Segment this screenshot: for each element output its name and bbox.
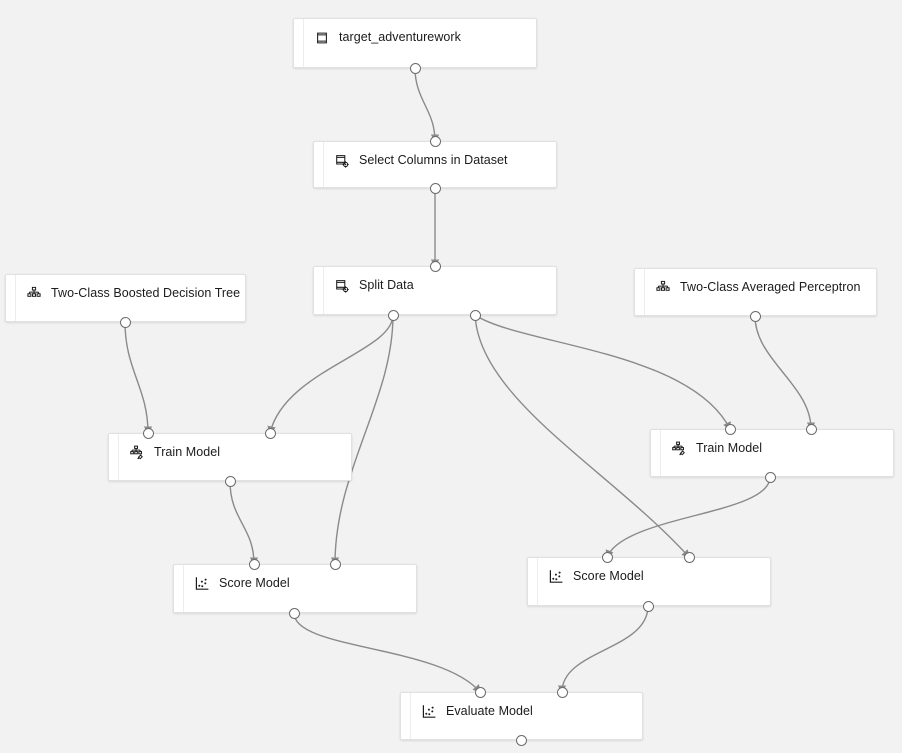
pipeline-node-score_model_left[interactable]: Score Model <box>173 564 417 613</box>
train-model-icon <box>130 445 143 460</box>
output-port-target_adventurework-0[interactable] <box>409 62 421 74</box>
node-body: Score Model <box>538 558 770 605</box>
output-port-select_columns-0[interactable] <box>429 182 441 194</box>
pipeline-node-train_model_right[interactable]: Train Model <box>650 429 894 477</box>
node-label: Score Model <box>219 576 290 590</box>
output-port-score_model_left-0[interactable] <box>288 607 300 619</box>
node-accent-strip <box>314 267 324 314</box>
node-body: Two-Class Averaged Perceptron <box>645 269 876 315</box>
node-label: Split Data <box>359 278 414 292</box>
dataset-gear-icon <box>336 155 349 168</box>
input-port-evaluate_model-0[interactable] <box>474 686 486 698</box>
score-model-icon <box>549 570 563 583</box>
output-port-train_model_right-0[interactable] <box>764 471 776 483</box>
node-label: Evaluate Model <box>446 704 533 718</box>
node-accent-strip <box>6 275 16 321</box>
input-port-train_model_left-1[interactable] <box>264 427 276 439</box>
node-body: Evaluate Model <box>411 693 642 739</box>
pipeline-node-select_columns[interactable]: Select Columns in Dataset <box>313 141 557 188</box>
pipeline-node-boosted_decision_tree[interactable]: Two-Class Boosted Decision Tree <box>5 274 246 322</box>
output-port-split_data-0[interactable] <box>387 309 399 321</box>
node-accent-strip <box>109 434 119 480</box>
node-accent-strip <box>174 565 184 612</box>
input-port-train_model_right-0[interactable] <box>724 423 736 435</box>
algorithm-tree-icon <box>27 286 41 297</box>
output-port-train_model_left-0[interactable] <box>224 475 236 487</box>
output-port-evaluate_model-0[interactable] <box>515 734 527 746</box>
node-accent-strip <box>401 693 411 739</box>
score-model-icon <box>422 705 436 718</box>
pipeline-node-split_data[interactable]: Split Data <box>313 266 557 315</box>
input-port-split_data-0[interactable] <box>429 260 441 272</box>
node-accent-strip <box>528 558 538 605</box>
node-label: target_adventurework <box>339 30 461 44</box>
node-body: target_adventurework <box>304 19 536 67</box>
node-accent-strip <box>314 142 324 187</box>
node-label: Train Model <box>154 445 221 459</box>
train-model-icon <box>672 441 685 456</box>
input-port-train_model_right-1[interactable] <box>805 423 817 435</box>
output-port-split_data-1[interactable] <box>469 309 481 321</box>
node-body: Split Data <box>324 267 556 314</box>
pipeline-node-evaluate_model[interactable]: Evaluate Model <box>400 692 643 740</box>
node-label: Score Model <box>573 569 644 583</box>
node-body: Two-Class Boosted Decision Tree <box>16 275 245 321</box>
node-label: Select Columns in Dataset <box>359 153 508 167</box>
node-label: Two-Class Boosted Decision Tree <box>51 286 241 300</box>
node-label: Train Model <box>696 441 763 455</box>
node-body: Score Model <box>184 565 416 612</box>
input-port-evaluate_model-1[interactable] <box>556 686 568 698</box>
node-body: Train Model <box>119 434 351 480</box>
input-port-score_model_right-1[interactable] <box>683 551 695 563</box>
score-model-icon <box>195 577 209 590</box>
input-port-score_model_right-0[interactable] <box>601 551 613 563</box>
node-accent-strip <box>635 269 645 315</box>
node-body: Select Columns in Dataset <box>324 142 556 187</box>
input-port-score_model_left-0[interactable] <box>248 558 260 570</box>
node-accent-strip <box>294 19 304 67</box>
input-port-select_columns-0[interactable] <box>429 135 441 147</box>
node-body: Train Model <box>661 430 893 476</box>
input-port-score_model_left-1[interactable] <box>329 558 341 570</box>
output-port-boosted_decision_tree-0[interactable] <box>119 316 131 328</box>
node-label: Two-Class Averaged Perceptron <box>680 280 861 294</box>
node-accent-strip <box>651 430 661 476</box>
dataset-gear-icon <box>336 280 349 293</box>
dataset-icon <box>317 32 327 44</box>
pipeline-node-score_model_right[interactable]: Score Model <box>527 557 771 606</box>
pipeline-node-averaged_perceptron[interactable]: Two-Class Averaged Perceptron <box>634 268 877 316</box>
algorithm-tree-icon <box>656 280 670 291</box>
input-port-train_model_left-0[interactable] <box>142 427 154 439</box>
pipeline-node-train_model_left[interactable]: Train Model <box>108 433 352 481</box>
output-port-score_model_right-0[interactable] <box>642 600 654 612</box>
output-port-averaged_perceptron-0[interactable] <box>749 310 761 322</box>
pipeline-node-target_adventurework[interactable]: target_adventurework <box>293 18 537 68</box>
